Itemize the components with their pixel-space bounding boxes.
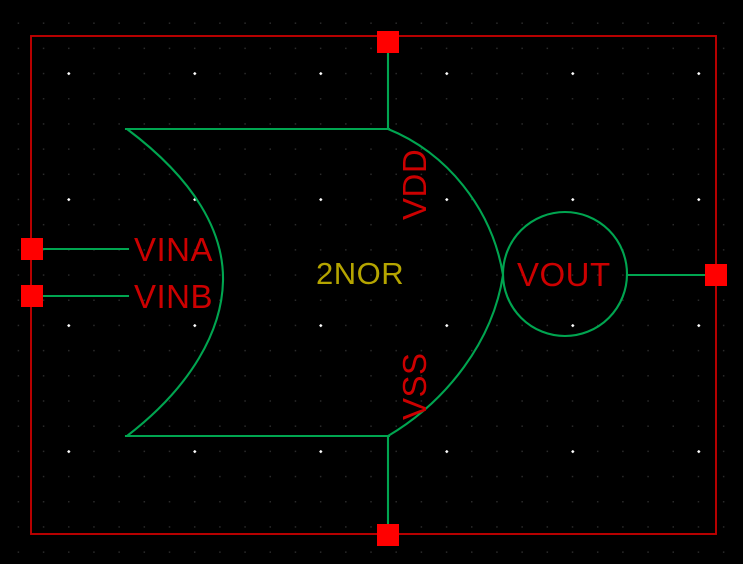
- gate-body-right-arc-lower[interactable]: [387, 274, 505, 437]
- pin-square-vdd[interactable]: [377, 31, 399, 53]
- pin-label-vss[interactable]: VSS: [396, 352, 433, 420]
- pin-label-vina[interactable]: VINA: [134, 231, 214, 268]
- gate-body-left-arc[interactable]: [126, 128, 225, 437]
- pin-label-vdd[interactable]: VDD: [396, 148, 433, 220]
- pin-square-vina[interactable]: [21, 238, 43, 260]
- pin-label-vout[interactable]: VOUT: [517, 256, 611, 293]
- pin-square-vout[interactable]: [705, 264, 727, 286]
- gate-body-right-arc-upper[interactable]: [387, 128, 505, 276]
- symbol-name-label[interactable]: 2NOR: [316, 256, 405, 291]
- pin-square-vss[interactable]: [377, 524, 399, 546]
- pin-label-vinb[interactable]: VINB: [134, 278, 214, 315]
- pin-square-vinb[interactable]: [21, 285, 43, 307]
